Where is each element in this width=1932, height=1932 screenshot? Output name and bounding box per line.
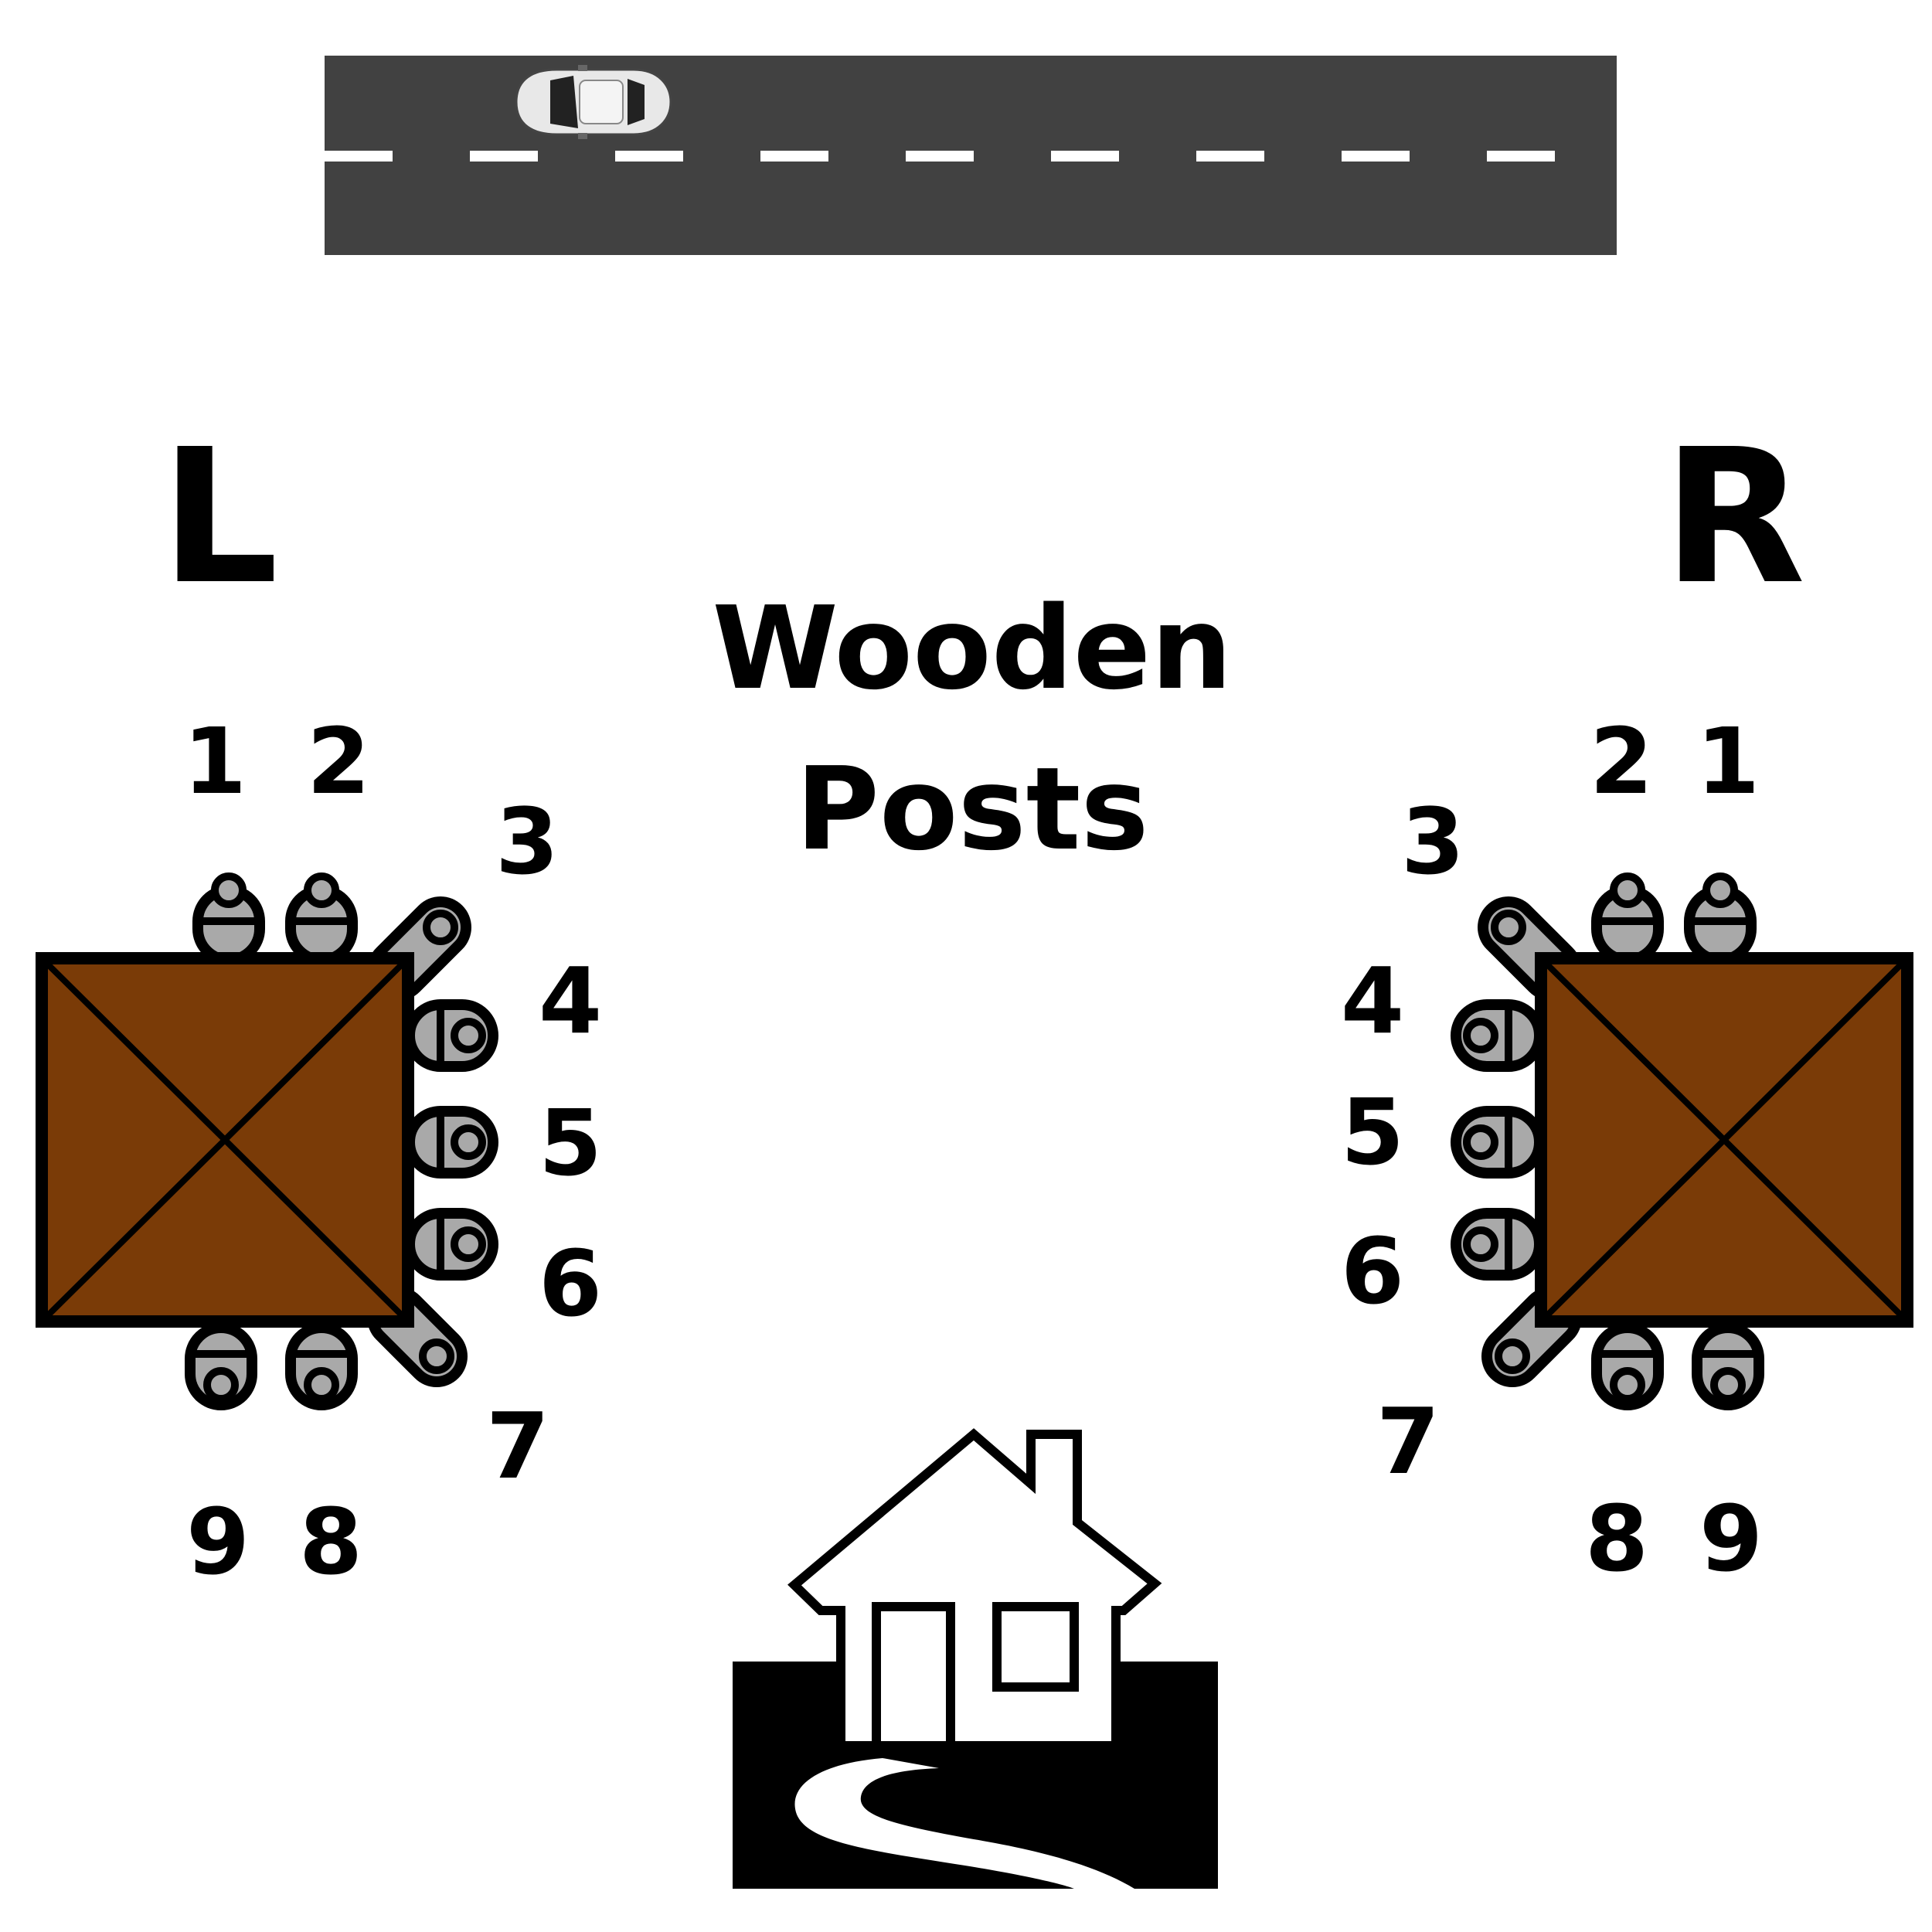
left-label-1: 1	[183, 708, 247, 815]
left-label-4: 4	[539, 947, 602, 1054]
left-tie-2	[285, 872, 358, 965]
left-tie-6	[404, 1208, 498, 1281]
side-label-right: R	[1663, 409, 1806, 625]
right-tie-6	[1451, 1208, 1545, 1281]
wooden-post-icon	[1535, 952, 1913, 1328]
house-path	[794, 1758, 1134, 1889]
right-label-9: 9	[1699, 1485, 1763, 1592]
left-post-assembly	[36, 872, 498, 1410]
left-tie-5	[404, 1106, 498, 1179]
title-line-1: Wooden	[712, 582, 1232, 715]
right-tie-2	[1591, 872, 1664, 965]
right-tie-8	[1591, 1322, 1664, 1410]
left-label-3: 3	[495, 788, 559, 895]
right-label-8: 8	[1585, 1485, 1648, 1592]
house-icon	[733, 1428, 1218, 1889]
right-tie-4	[1451, 999, 1545, 1072]
road	[325, 56, 1617, 255]
left-label-5: 5	[539, 1090, 602, 1196]
car-icon	[515, 65, 672, 139]
left-label-9: 9	[186, 1488, 250, 1595]
right-label-1: 1	[1696, 708, 1760, 815]
left-tie-9	[185, 1322, 257, 1410]
right-tie-9	[1692, 1322, 1764, 1410]
right-label-4: 4	[1341, 947, 1404, 1054]
house-window	[992, 1602, 1079, 1692]
left-tie-labels: 1 2 3 4 5 6 7 8 9	[183, 708, 602, 1595]
house-body	[787, 1428, 1162, 1750]
left-label-2: 2	[307, 708, 370, 815]
left-tie-8	[285, 1322, 358, 1410]
right-label-5: 5	[1341, 1079, 1404, 1185]
title-line-2: Posts	[795, 743, 1148, 876]
left-label-6: 6	[539, 1230, 602, 1337]
left-label-8: 8	[299, 1488, 362, 1595]
wooden-post-icon	[36, 952, 414, 1328]
right-label-7: 7	[1376, 1388, 1440, 1495]
left-label-7: 7	[486, 1393, 549, 1499]
right-tie-labels: 1 2 3 4 5 6 7 8 9	[1341, 708, 1763, 1592]
right-label-3: 3	[1401, 788, 1464, 895]
left-tie-4	[404, 999, 498, 1072]
side-label-left: L	[161, 409, 279, 625]
right-label-2: 2	[1590, 708, 1653, 815]
right-label-6: 6	[1341, 1218, 1404, 1325]
left-tie-1	[192, 872, 265, 965]
right-tie-1	[1684, 872, 1757, 965]
house-door	[872, 1602, 955, 1750]
right-post-assembly	[1451, 872, 1913, 1410]
right-tie-5	[1451, 1106, 1545, 1179]
